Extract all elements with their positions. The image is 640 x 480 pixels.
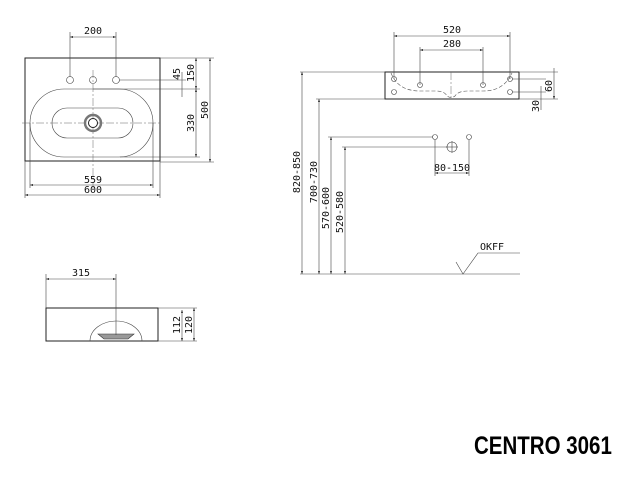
basin-outline-front	[384, 71, 520, 100]
product-title: CENTRO 3061	[474, 431, 612, 459]
dim-520: 520	[443, 25, 461, 36]
basin-outline-side	[45, 307, 159, 342]
dim-280: 280	[443, 39, 461, 50]
dim-200: 200	[84, 26, 102, 37]
supply-pipe-icon	[432, 134, 438, 140]
dim-600: 600	[84, 185, 102, 196]
basin-outline-top	[24, 57, 161, 162]
dim-150: 150	[186, 64, 197, 82]
floor-label: OKFF	[480, 242, 504, 253]
dim-112: 112	[172, 316, 183, 334]
dim-570-600: 570-600	[321, 187, 332, 229]
drain-pipe-icon	[446, 141, 458, 153]
dim-315: 315	[72, 268, 90, 279]
mounting-holes	[391, 76, 513, 95]
front-view: 520 280 60 30 820-850 700-730 570-600 52…	[292, 25, 558, 275]
top-view: 200 45 150 330 500 559 600	[22, 26, 214, 198]
side-view: 315 112 120	[45, 268, 197, 342]
tap-hole-icon	[112, 76, 120, 84]
dim-820-850: 820-850	[292, 151, 303, 193]
dim-120: 120	[184, 316, 195, 334]
tap-hole-icon	[66, 76, 74, 84]
drain-icon	[83, 113, 103, 133]
dim-60: 60	[544, 80, 555, 92]
supply-pipe-icon	[466, 134, 472, 140]
dim-700-730: 700-730	[309, 161, 320, 203]
floor-level-symbol	[455, 252, 520, 275]
dim-559: 559	[84, 175, 102, 186]
tap-hole-icon	[89, 76, 97, 84]
dim-80-150: 80-150	[434, 163, 470, 174]
dim-45: 45	[172, 68, 183, 80]
bowl-hidden-line	[390, 72, 513, 98]
dim-330: 330	[186, 114, 197, 132]
dim-30: 30	[531, 100, 542, 112]
dim-500: 500	[200, 101, 211, 119]
dim-520-580: 520-580	[335, 191, 346, 233]
